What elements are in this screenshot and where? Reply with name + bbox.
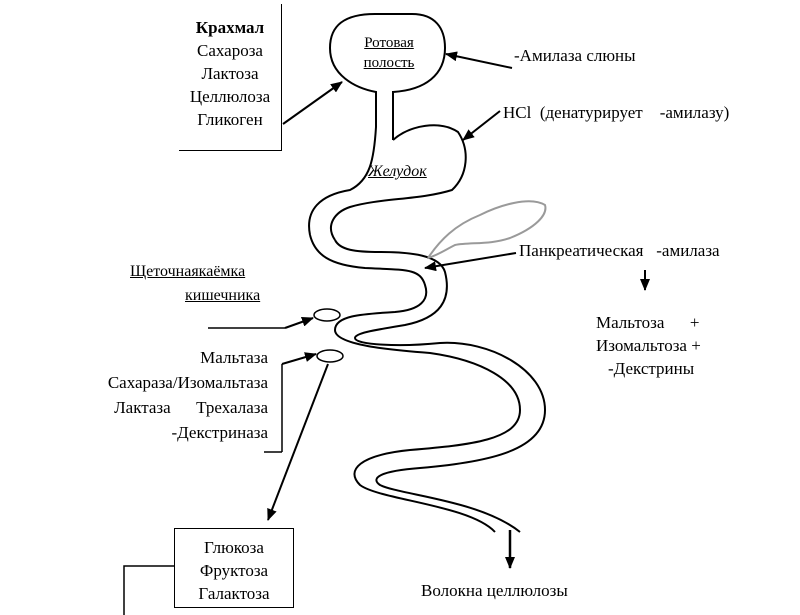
enzyme-maltase: Мальтаза (200, 348, 268, 367)
stomach-label: Желудок (368, 163, 427, 180)
product-maltose: Мальтоза + (596, 313, 700, 332)
brush-bracket-arrow (284, 316, 314, 329)
product-dextrins: -Декстрины (608, 359, 695, 378)
pancreatic-products: Мальтоза + Изомальтоза + -Декстрины (596, 311, 701, 380)
mouth-label: Ротовая полость (363, 35, 415, 71)
enzyme-dextrinase: -Декстриназа (171, 423, 268, 442)
stomach-outline (330, 124, 467, 241)
pancreatic-amylase-label: Панкреатическая -амилаза (519, 241, 720, 260)
product-isomaltose: Изомальтоза + (596, 336, 701, 355)
monosaccharide-galactose: Галактоза (198, 583, 270, 603)
brush-border-label-1: Щеточнаякаёмка (130, 263, 246, 280)
brush-border-label-2: кишечника (185, 287, 261, 304)
monosaccharide-glucose: Глюкоза (204, 537, 264, 557)
brush-border-oval-lower (316, 349, 344, 363)
monosaccharide-outflow (123, 565, 174, 615)
brush-enzymes: Мальтаза Сахараза/Изомальтаза Лактаза Тр… (108, 345, 268, 445)
substrate-starch: Крахмал (195, 18, 265, 37)
esophagus-left-wall (308, 126, 377, 236)
enzyme-sucrase-isomaltase: Сахараза/Изомальтаза (107, 373, 268, 392)
monosaccharide-fructose: Фруктоза (199, 560, 269, 580)
saliva-arrow (445, 51, 513, 69)
substrate-box: Крахмал Сахароза Лактоза Целлюлоза Глико… (179, 4, 282, 151)
substrate-box-arrow (282, 81, 343, 125)
hcl-arrow (462, 110, 501, 141)
intestine-outer-wall (309, 234, 522, 533)
substrate-glycogen: Гликоген (197, 110, 263, 129)
monosaccharide-box: Глюкоза Фруктоза Галактоза (174, 528, 294, 608)
absorption-arrow (267, 363, 329, 521)
substrate-sucrose: Сахароза (197, 41, 263, 60)
enzyme-bracket-arrow (281, 352, 317, 365)
enzyme-lactase-trehalase: Лактаза Трехалаза (114, 398, 268, 417)
brush-border-oval-upper (313, 308, 341, 322)
saliva-amylase-label: -Амилаза слюны (514, 46, 636, 65)
fiber-label: Волокна целлюлозы (421, 581, 568, 600)
pancreatic-arrow (424, 252, 517, 272)
pancreas-outline (427, 200, 547, 259)
hcl-label: HCl (денатурирует -амилазу) (503, 103, 730, 122)
substrate-lactose: Лактоза (201, 64, 259, 83)
mouth-outline (328, 13, 447, 140)
substrate-cellulose: Целлюлоза (189, 87, 271, 106)
